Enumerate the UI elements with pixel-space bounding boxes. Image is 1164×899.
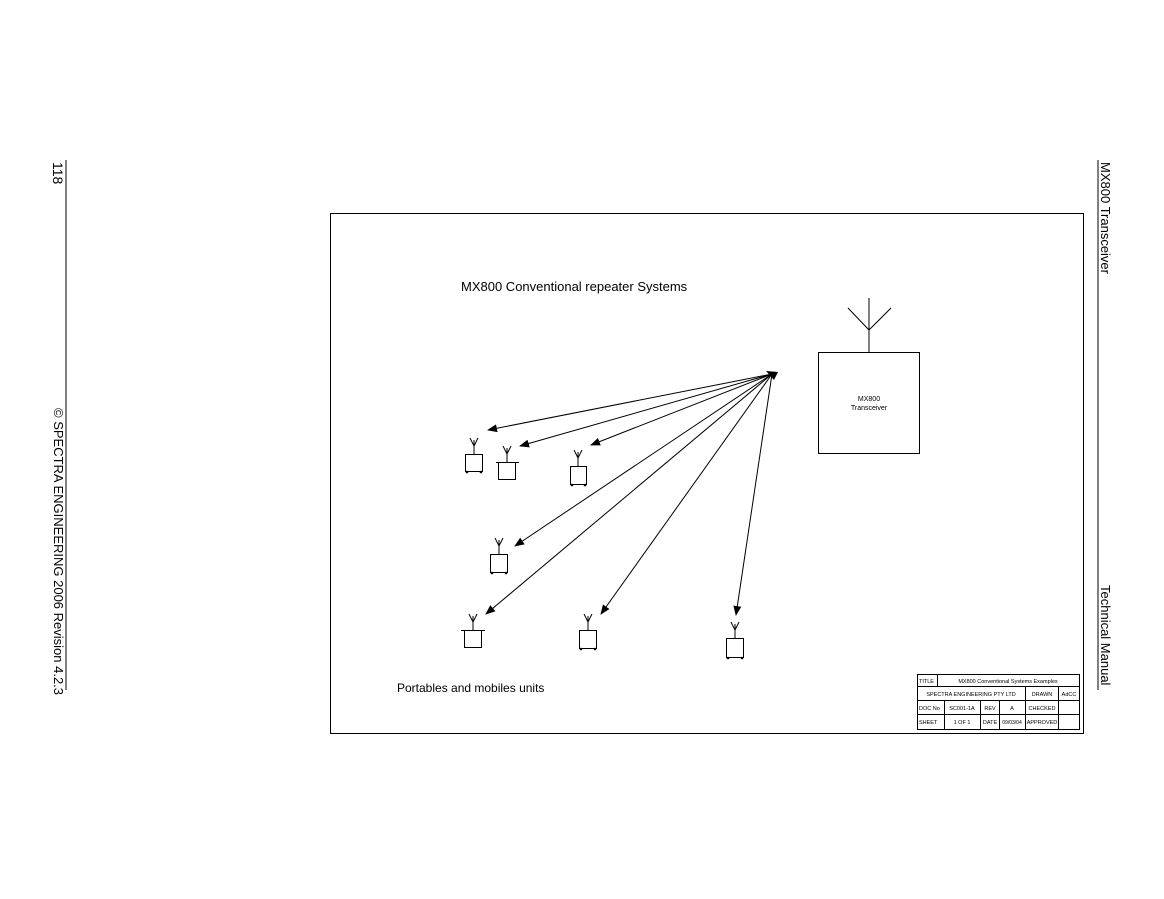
transceiver-unit: MX800 Transceiver <box>818 298 920 454</box>
signal-arrows <box>485 373 773 616</box>
arrow-to-unit-3 <box>590 373 773 446</box>
transceiver-label-line2: Transceiver <box>851 405 888 412</box>
arrow-to-unit-5 <box>485 373 773 615</box>
portable-unit-4 <box>490 537 508 575</box>
arrow-to-unit-4 <box>514 373 773 547</box>
transceiver-label-line1: MX800 <box>858 396 880 403</box>
mobile-unit-2 <box>496 445 519 480</box>
drawing-frame <box>330 213 1084 734</box>
mobile-unit-5 <box>461 613 485 648</box>
arrow-to-unit-6 <box>600 373 773 615</box>
transceiver-antenna-right <box>868 307 892 331</box>
portable-unit-7 <box>726 621 744 660</box>
tb-company: SPECTRA ENGINEERING PTY LTD <box>926 692 1015 698</box>
tb-drawn-value: AdCC <box>1062 692 1077 698</box>
tb-rev-key: REV <box>984 706 996 712</box>
tb-checked-key: CHECKED <box>1029 706 1056 712</box>
tb-sheet-key: SHEET <box>919 720 938 726</box>
tb-doc-value: SC001-1A <box>949 706 975 712</box>
tb-date-value: 09/03/04 <box>1002 720 1022 726</box>
portable-unit-3 <box>570 449 587 487</box>
tb-rev-value: A <box>1010 706 1014 712</box>
tb-doc-key: DOC No <box>919 706 940 712</box>
transceiver-box <box>818 352 920 454</box>
portable-unit-1 <box>465 437 483 474</box>
tb-drawn-key: DRAWN <box>1032 692 1053 698</box>
tb-date-key: DATE <box>983 720 998 726</box>
arrow-to-unit-1 <box>487 373 773 433</box>
diagram-title: MX800 Conventional repeater Systems <box>461 279 688 294</box>
tb-sheet-value: 1 OF 1 <box>954 720 971 726</box>
portable-unit-6 <box>579 613 597 651</box>
tb-approved-key: APPROVED <box>1027 720 1058 726</box>
tb-title-value: MX800 Conventional Systems Examples <box>958 679 1058 685</box>
tb-title-key: TITLE <box>919 679 934 685</box>
arrow-to-unit-2 <box>519 373 773 448</box>
title-block: TITLE MX800 Conventional Systems Example… <box>917 674 1080 730</box>
transceiver-antenna-left <box>847 307 870 331</box>
units-label: Portables and mobiles units <box>397 681 544 695</box>
arrow-to-unit-7 <box>733 373 773 616</box>
